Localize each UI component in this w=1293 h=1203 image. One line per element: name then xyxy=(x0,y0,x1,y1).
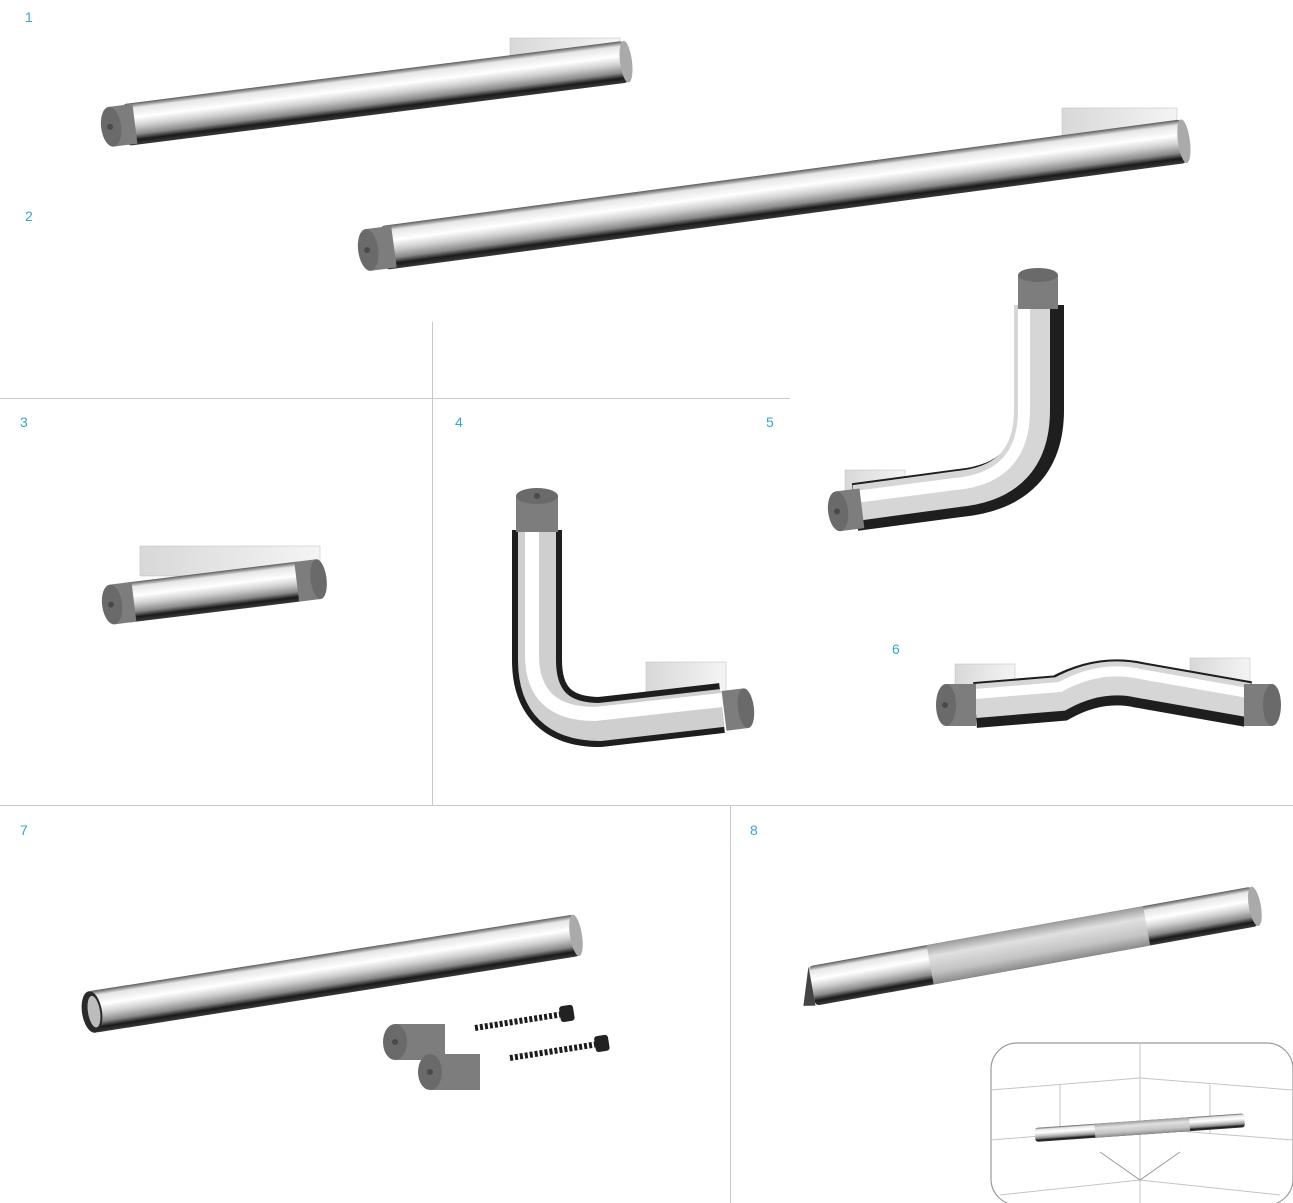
product-8-grip-bar xyxy=(803,886,1262,1006)
product-2-bar xyxy=(357,107,1191,271)
product-1-bar xyxy=(100,37,633,147)
divider-h-bottom xyxy=(0,805,1293,806)
divider-h-mid xyxy=(0,398,790,399)
label-8: 8 xyxy=(750,822,758,838)
label-1: 1 xyxy=(25,9,33,25)
divider-v-bottom xyxy=(730,806,731,1203)
product-3-bar xyxy=(101,545,327,625)
label-3: 3 xyxy=(20,414,28,430)
label-4: 4 xyxy=(455,414,463,430)
divider-v-top xyxy=(432,322,433,806)
product-5-l-bar xyxy=(827,268,1064,532)
product-4-l-bar xyxy=(512,488,755,748)
product-7-tube-kit xyxy=(81,914,610,1090)
label-2: 2 xyxy=(25,208,33,224)
product-8-inset xyxy=(990,1042,1293,1203)
label-5: 5 xyxy=(766,414,774,430)
label-6: 6 xyxy=(892,641,900,657)
label-7: 7 xyxy=(20,822,28,838)
product-6-offset-bar xyxy=(936,657,1281,728)
